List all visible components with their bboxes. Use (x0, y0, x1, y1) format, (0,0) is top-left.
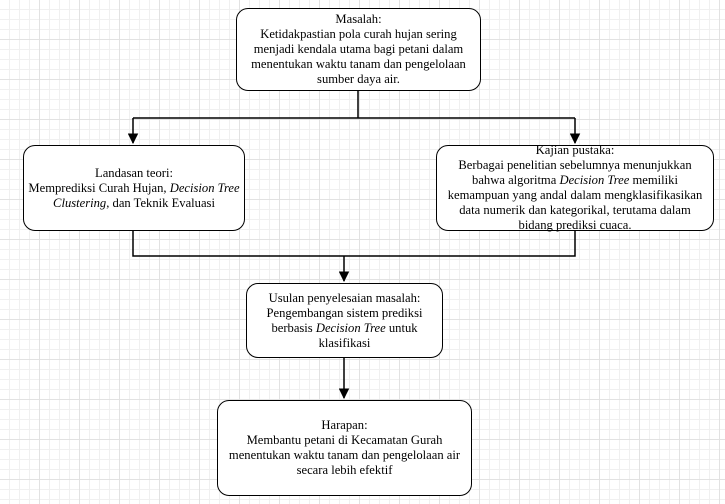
node-usulan-body: Pengembangan sistem prediksi berbasis De… (266, 305, 423, 350)
node-kajian-title: Kajian pustaka: (535, 143, 615, 157)
node-harapan: Harapan: Membantu petani di Kecamatan Gu… (217, 400, 472, 496)
node-masalah-body: Ketidakpastian pola curah hujan sering m… (251, 27, 466, 86)
node-harapan-body: Membantu petani di Kecamatan Gurah menen… (228, 433, 461, 477)
node-usulan: Usulan penyelesaian masalah: Pengembanga… (246, 283, 443, 358)
node-landasan-title: Landasan teori: (95, 165, 173, 180)
node-usulan-title: Usulan penyelesaian masalah: (268, 290, 421, 305)
node-kajian-pustaka: Kajian pustaka: Berbagai penelitian sebe… (436, 143, 714, 232)
node-kajian-body: Berbagai penelitian sebelumnya menunjukk… (447, 158, 703, 232)
connector-masalah-split (133, 91, 575, 119)
node-landasan-teori: Landasan teori: Memprediksi Curah Hujan,… (23, 145, 245, 231)
node-masalah-title: Masalah: (335, 12, 382, 26)
node-harapan-title: Harapan: (321, 418, 368, 432)
node-masalah: Masalah: Ketidakpastian pola curah hujan… (236, 8, 481, 91)
node-landasan-body: Memprediksi Curah Hujan, Decision Tree C… (28, 180, 240, 210)
connector-merge (132, 231, 576, 257)
